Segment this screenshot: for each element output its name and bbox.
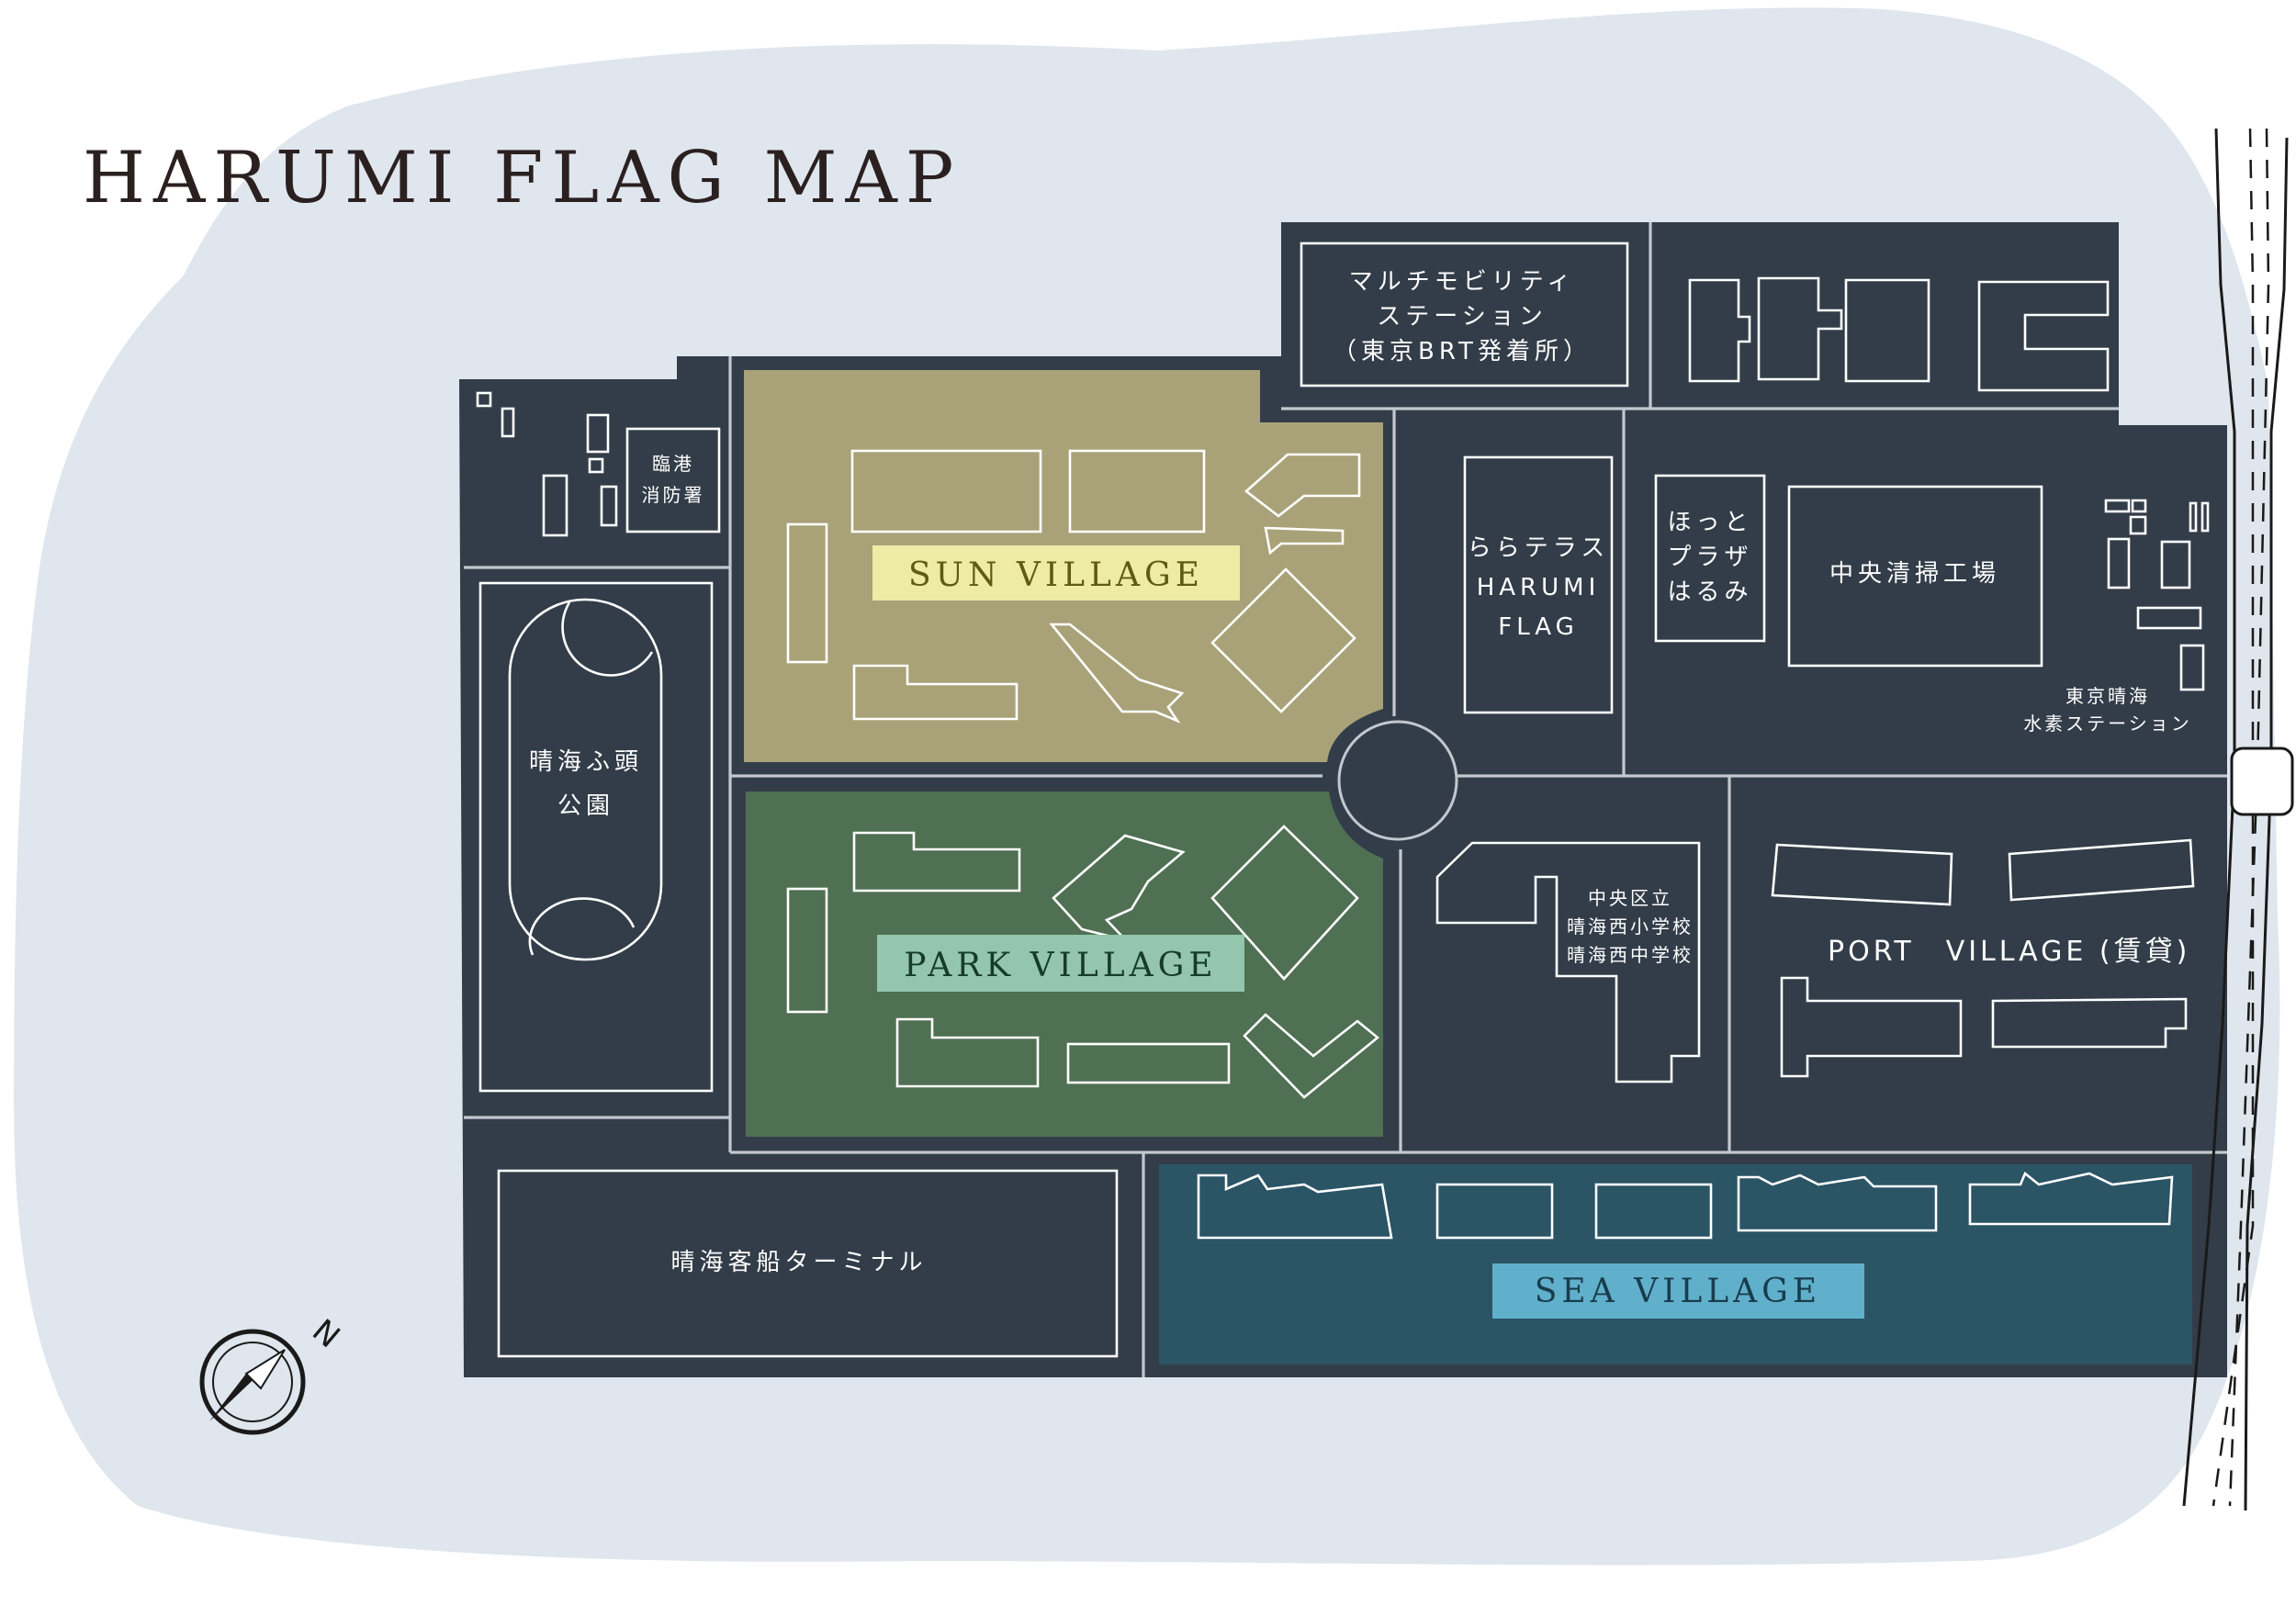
- port-village-buildings: [1771, 838, 2195, 1078]
- park-track-arc-top: [561, 601, 654, 677]
- sea-village-area[interactable]: SEA VILLAGE: [1159, 1164, 2192, 1364]
- sun-village-buildings: [786, 449, 1361, 724]
- sea-village-label: SEA VILLAGE: [1535, 1273, 1821, 1310]
- hydrogen-station-buildings: [2104, 499, 2210, 691]
- top-right-buildings: [1688, 276, 2110, 392]
- hotto-plaza-harumi[interactable]: ほっと プラザ はるみ: [1654, 474, 1766, 643]
- roundabout: [1337, 720, 1458, 841]
- sun-village-label: SUN VILLAGE: [908, 556, 1204, 594]
- mobility-station-line3: （東京BRT発着所）: [1333, 338, 1592, 365]
- district-dividers: [464, 222, 2227, 1377]
- rinko-fire-station[interactable]: 臨港 消防署: [476, 391, 721, 537]
- park-label-line1: 晴海ふ頭: [529, 748, 643, 776]
- lalaterrace-line2: HARUMI: [1477, 574, 1601, 601]
- park-village-area[interactable]: PARK VILLAGE: [746, 792, 1383, 1137]
- school-line1: 中央区立: [1588, 887, 1672, 909]
- port-village-area[interactable]: PORT VILLAGE (賃貸): [1771, 838, 2195, 1078]
- sea-village-label-bg: [1492, 1263, 1864, 1319]
- park-village-buildings: [786, 825, 1380, 1099]
- fire-station-line2: 消防署: [642, 484, 705, 506]
- hotto-plaza-line3: はるみ: [1667, 578, 1752, 606]
- hydrogen-station[interactable]: 東京晴海 水素ステーション: [2023, 499, 2210, 735]
- hydrogen-station-line2: 水素ステーション: [2023, 713, 2192, 735]
- park-track-arc-bottom: [528, 897, 636, 956]
- cleaning-plant-label: 中央清掃工場: [1829, 560, 2000, 588]
- port-village-label: PORT VILLAGE (賃貸): [1828, 936, 2190, 968]
- park-track: [508, 598, 663, 961]
- chuo-cleaning-plant[interactable]: 中央清掃工場: [1787, 485, 2043, 668]
- lalaterrace-harumi-flag[interactable]: ららテラス HARUMI FLAG: [1463, 455, 1614, 714]
- hydrogen-station-line1: 東京晴海: [2065, 685, 2150, 707]
- hotto-plaza-line2: プラザ: [1667, 544, 1752, 571]
- park-village-label: PARK VILLAGE: [904, 947, 1217, 984]
- mobility-station[interactable]: マルチモビリティ ステーション （東京BRT発着所）: [1300, 241, 1629, 387]
- fire-station-buildings: [476, 391, 618, 537]
- hotto-plaza-line1: ほっと: [1667, 509, 1752, 536]
- harumi-nishi-school[interactable]: 中央区立 晴海西小学校 晴海西中学校: [1435, 841, 1701, 1084]
- school-line2: 晴海西小学校: [1567, 915, 1694, 938]
- park-village-label-bg: [877, 935, 1244, 992]
- harumi-passenger-terminal[interactable]: 晴海客船ターミナル: [497, 1169, 1119, 1358]
- harumi-futo-park[interactable]: 晴海ふ頭 公園: [478, 581, 714, 1093]
- lalaterrace-line3: FLAG: [1498, 613, 1579, 641]
- mobility-station-line1: マルチモビリティ: [1349, 268, 1575, 296]
- park-label-line2: 公園: [557, 792, 614, 820]
- bridge-road: [2182, 128, 2294, 1511]
- map-title: HARUMI FLAG MAP: [83, 137, 962, 219]
- terminal-label: 晴海客船ターミナル: [670, 1249, 927, 1276]
- fire-station-line1: 臨港: [652, 453, 694, 475]
- sun-village-label-bg: [872, 545, 1240, 601]
- mobility-station-line2: ステーション: [1377, 303, 1547, 331]
- school-line3: 晴海西中学校: [1567, 944, 1694, 966]
- bridge-junction: [2230, 747, 2294, 816]
- lalaterrace-line1: ららテラス: [1468, 534, 1609, 562]
- sea-village-buildings: [1197, 1171, 2174, 1240]
- sun-village-area[interactable]: SUN VILLAGE: [744, 370, 1383, 762]
